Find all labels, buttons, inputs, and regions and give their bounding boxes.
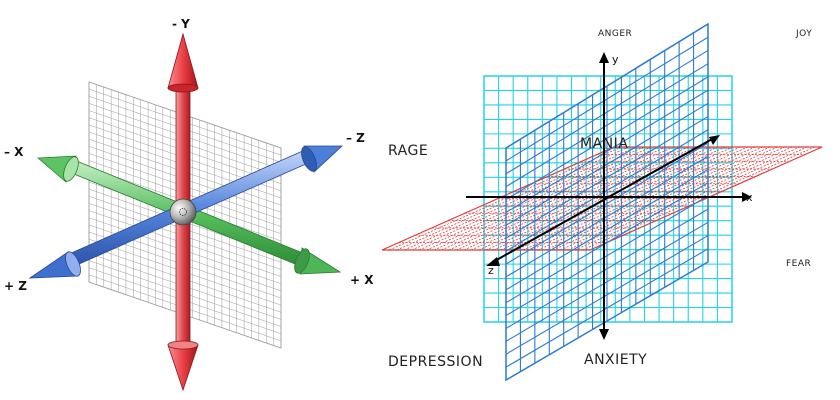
label-joy: JOY bbox=[795, 29, 812, 39]
grid-line bbox=[505, 235, 709, 355]
neg-x-label: – X bbox=[4, 145, 24, 159]
grid-line bbox=[505, 168, 709, 291]
label-anger: ANGER bbox=[598, 29, 632, 39]
label-rage: RAGE bbox=[388, 143, 428, 159]
pos-x-label: + X bbox=[350, 273, 374, 287]
y-arrow-bottom-icon bbox=[599, 329, 609, 340]
label-anxiety: ANXIETY bbox=[584, 352, 647, 368]
pos-x-cone-base bbox=[294, 248, 310, 274]
grid-line bbox=[505, 129, 709, 252]
grid-line bbox=[505, 195, 709, 317]
neg-y-cone bbox=[167, 32, 199, 89]
grid-line bbox=[505, 76, 709, 201]
grid-line bbox=[505, 49, 709, 175]
axis-label-y: y bbox=[612, 53, 619, 66]
neg-y-cone-base bbox=[167, 83, 199, 93]
grid-line bbox=[505, 182, 709, 304]
grid-line bbox=[493, 146, 726, 251]
neg-z-cone-base bbox=[301, 146, 317, 172]
neg-y-label: - Y bbox=[172, 17, 190, 31]
axis-label-x: x bbox=[746, 191, 753, 204]
grid-line bbox=[545, 146, 778, 251]
label-depression: DEPRESSION bbox=[388, 354, 483, 370]
neg-x-cone-base bbox=[63, 156, 79, 182]
grid-line bbox=[505, 248, 709, 368]
pos-z-label: + Z bbox=[4, 279, 27, 293]
pos-y-cone-base bbox=[167, 340, 199, 350]
grid-line bbox=[505, 89, 709, 213]
pos-y-cone bbox=[167, 344, 199, 392]
neg-z-label: – Z bbox=[346, 131, 365, 145]
x-arrow-icon bbox=[742, 192, 752, 202]
origin-sphere bbox=[169, 198, 197, 226]
grid-line bbox=[426, 146, 659, 251]
grid-line bbox=[505, 102, 709, 226]
grid-line bbox=[552, 146, 786, 251]
grid-line bbox=[505, 221, 709, 342]
grid-line bbox=[441, 146, 674, 251]
right-emotion-diagram: x y z ANGER JOY RAGE MANIA FEAR DEPRESSI… bbox=[381, 22, 823, 382]
origin-marker-icon bbox=[179, 208, 187, 216]
grid-line bbox=[505, 63, 709, 188]
blue-grid-plane bbox=[505, 22, 709, 382]
z-arrow-icon bbox=[486, 257, 500, 266]
grid-line bbox=[505, 36, 709, 162]
label-fear: FEAR bbox=[786, 259, 811, 269]
grid-line bbox=[505, 142, 709, 265]
left-axes-diagram: - Y – X – Z + Z + X bbox=[4, 17, 374, 392]
z-axis-line bbox=[492, 137, 715, 263]
grid-line bbox=[560, 146, 793, 251]
y-arrow-icon bbox=[599, 52, 609, 63]
xyz-axes bbox=[466, 52, 752, 340]
pos-z-cone-base bbox=[65, 251, 81, 277]
axis-label-z: z bbox=[488, 264, 494, 277]
grid-border bbox=[483, 75, 733, 323]
z-arrow-far-icon bbox=[709, 135, 720, 145]
grid-line bbox=[505, 155, 709, 278]
label-mania: MANIA bbox=[580, 136, 628, 152]
cyan-grid-plane bbox=[483, 75, 733, 323]
grid-line bbox=[505, 116, 709, 239]
grid-line bbox=[505, 208, 709, 329]
